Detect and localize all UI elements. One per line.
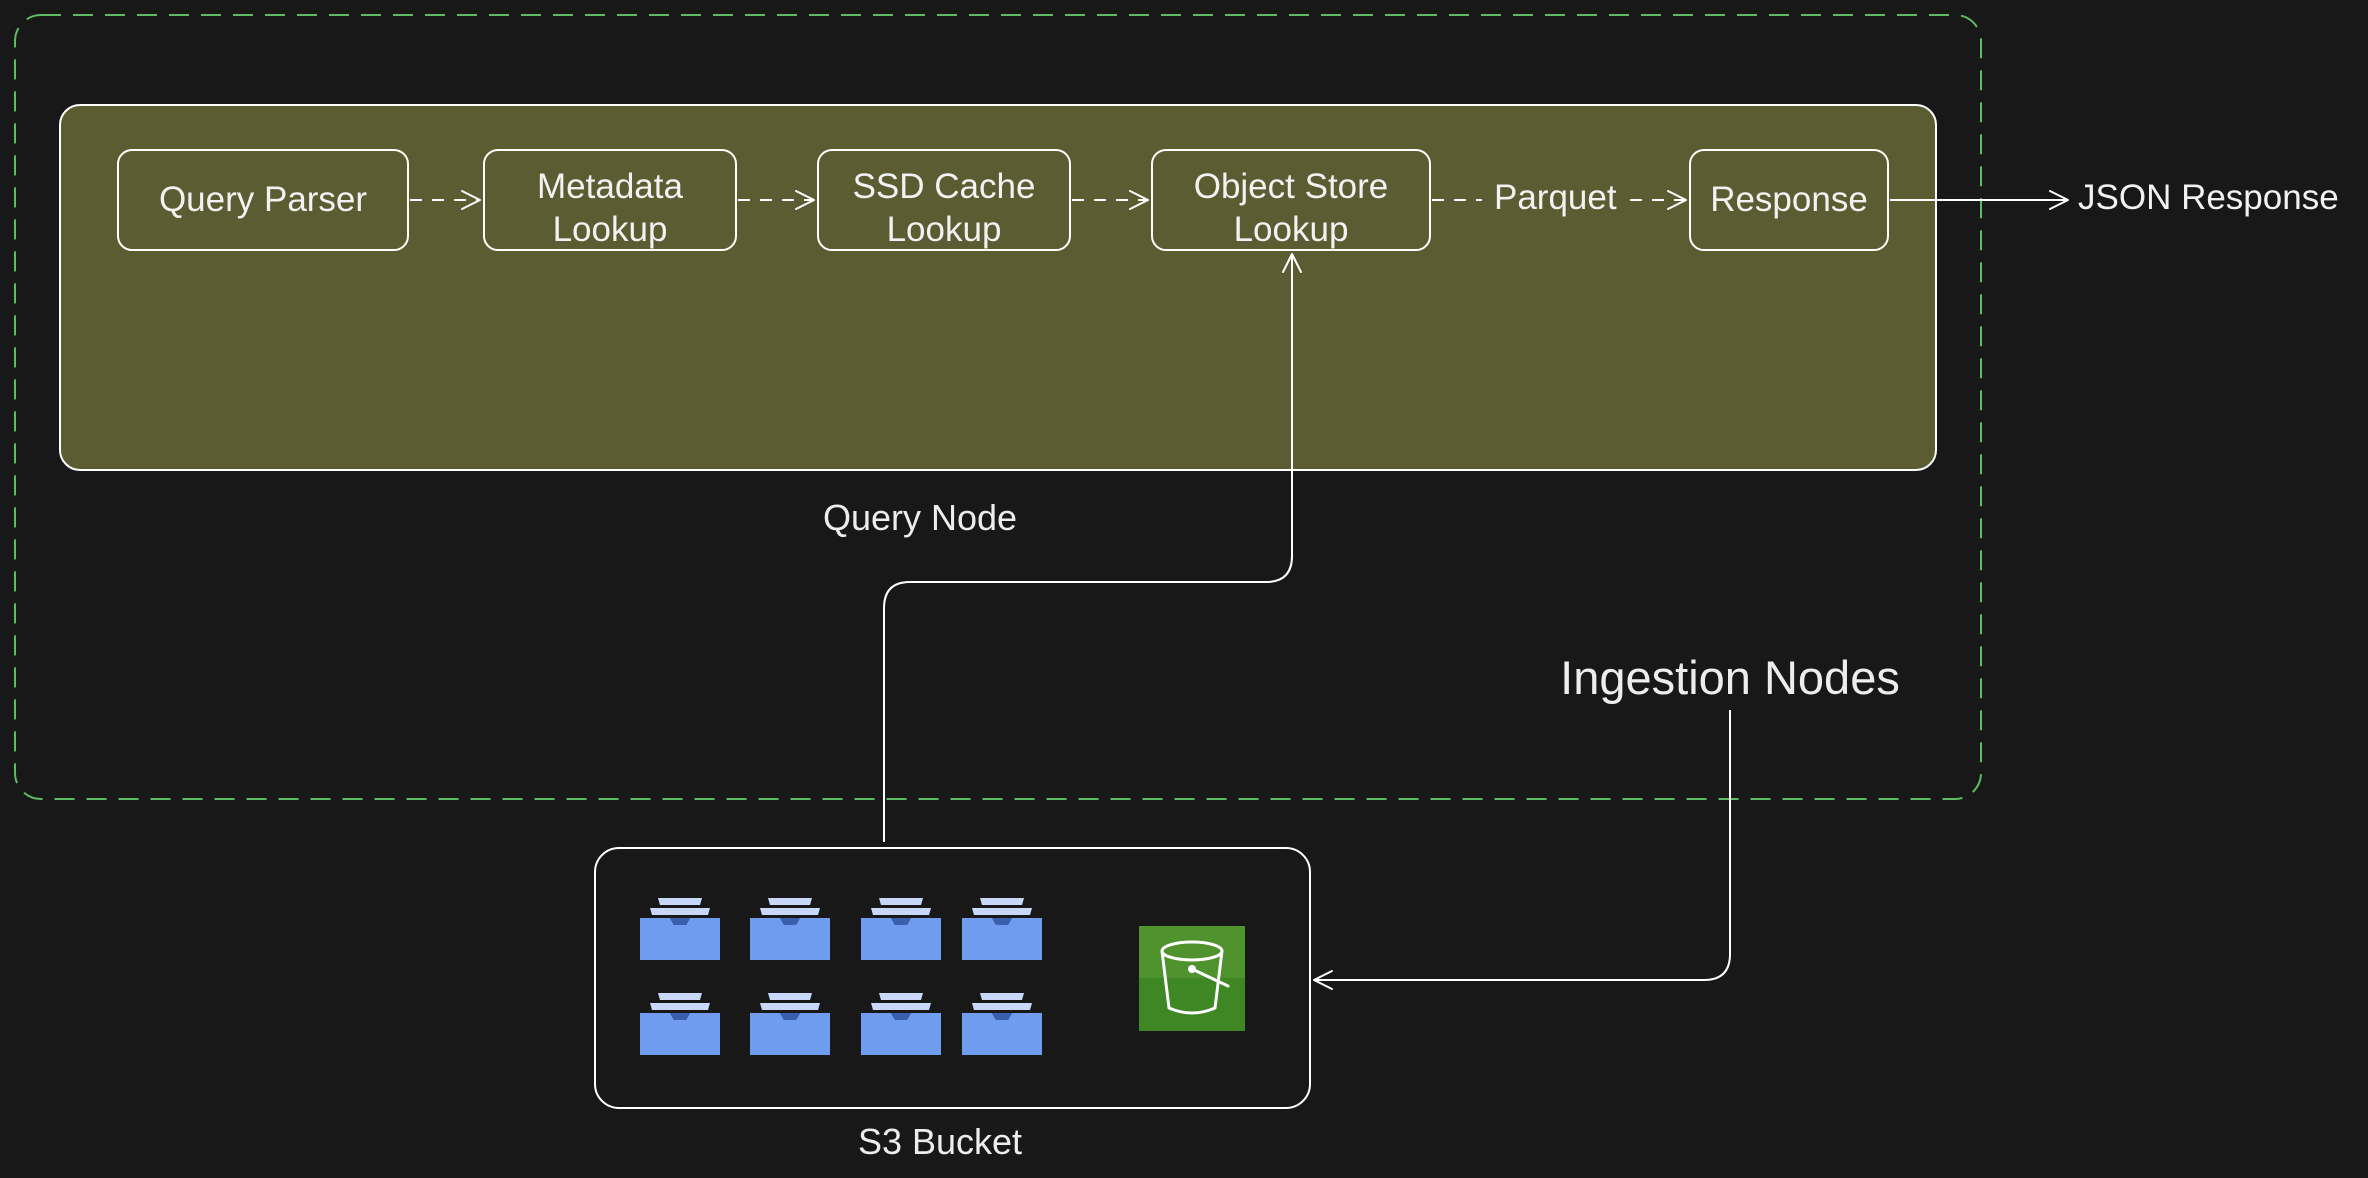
ssd-cache-lookup-box[interactable] bbox=[817, 149, 1071, 251]
metadata-lookup-label: Metadata Lookup bbox=[537, 167, 683, 249]
response-label: Response bbox=[1710, 179, 1868, 219]
s3-bucket-box[interactable] bbox=[594, 847, 1311, 1109]
s3-bucket-icon bbox=[1139, 926, 1245, 1031]
ingestion-nodes-label: Ingestion Nodes bbox=[1560, 651, 1900, 705]
storage-tray-icon bbox=[750, 993, 830, 1055]
storage-tray-icon bbox=[861, 898, 941, 960]
query-parser-label: Query Parser bbox=[158, 179, 368, 219]
query-node-label: Query Node bbox=[822, 497, 1018, 539]
s3-bucket-label: S3 Bucket bbox=[857, 1121, 1023, 1163]
storage-tray-icon bbox=[962, 898, 1042, 960]
parquet-edge-label: Parquet bbox=[1482, 178, 1629, 218]
query-parser-box[interactable] bbox=[117, 149, 409, 251]
edge-ingestion-to-s3 bbox=[1313, 710, 1731, 990]
ssd-cache-lookup-label: SSD Cache Lookup bbox=[852, 167, 1036, 249]
object-store-lookup-box[interactable] bbox=[1151, 149, 1431, 251]
storage-tray-icon bbox=[640, 993, 720, 1055]
storage-tray-icon bbox=[750, 898, 830, 960]
object-store-lookup-label: Object Store Lookup bbox=[1193, 167, 1389, 249]
storage-tray-icon bbox=[962, 993, 1042, 1055]
query-node-box bbox=[59, 104, 1937, 471]
response-box[interactable] bbox=[1689, 149, 1889, 251]
storage-tray-icon bbox=[640, 898, 720, 960]
ingestion-nodes-container bbox=[14, 14, 1982, 800]
metadata-lookup-box[interactable] bbox=[483, 149, 737, 251]
json-response-label: JSON Response bbox=[2078, 178, 2339, 217]
edge-s3-to-object-store bbox=[883, 253, 1302, 842]
storage-objects bbox=[640, 898, 1042, 1055]
storage-tray-icon bbox=[861, 993, 941, 1055]
